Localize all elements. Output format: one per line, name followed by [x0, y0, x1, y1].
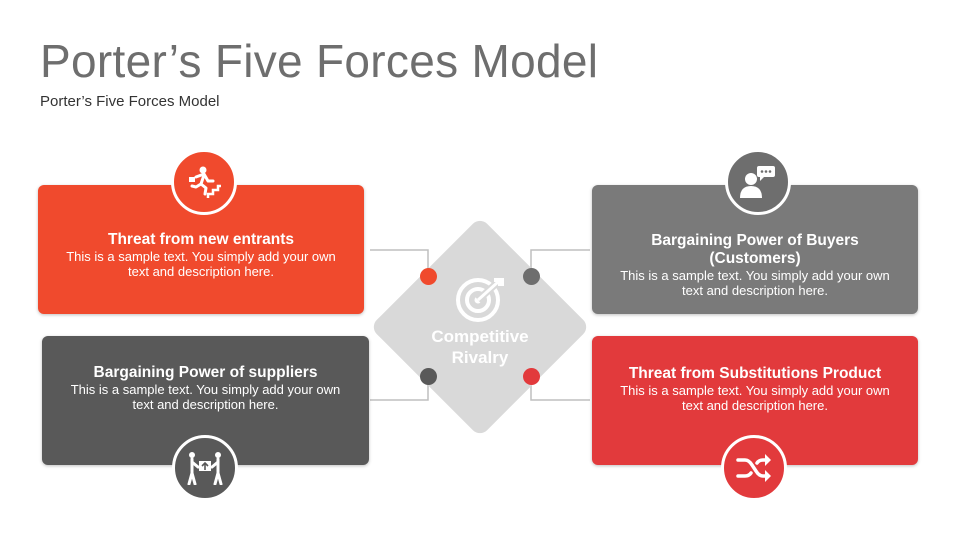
- shuffle-icon: [721, 435, 787, 501]
- center-label-line2: Rivalry: [451, 348, 509, 367]
- running-stairs-icon: [171, 149, 237, 215]
- card-text: This is a sample text. You simply add yo…: [620, 383, 890, 413]
- card-bargaining-power-suppliers: Bargaining Power of suppliers This is a …: [42, 336, 369, 465]
- page-title: Porter’s Five Forces Model: [40, 35, 599, 87]
- connector-dot-entrants: [420, 268, 437, 285]
- page-subtitle: Porter’s Five Forces Model: [40, 93, 220, 110]
- card-text: This is a sample text. You simply add yo…: [620, 268, 890, 298]
- card-heading-line1: Bargaining Power of Buyers: [651, 232, 859, 249]
- card-text: This is a sample text. You simply add yo…: [70, 382, 341, 412]
- connector-dot-suppliers: [420, 368, 437, 385]
- center-label-line1: Competitive: [431, 327, 529, 346]
- card-heading: Threat from Substitutions Product: [628, 365, 882, 382]
- competitive-rivalry-label: Competitive Rivalry: [400, 326, 560, 368]
- card-heading: Bargaining Power of suppliers: [93, 364, 318, 381]
- exchange-people-icon: [172, 435, 238, 501]
- connector-dot-substitutes: [523, 368, 540, 385]
- target-icon: [454, 276, 506, 329]
- card-heading-line2: (Customers): [709, 250, 801, 267]
- customer-chat-icon: [725, 149, 791, 215]
- connector-dot-buyers: [523, 268, 540, 285]
- card-heading: Threat from new entrants: [107, 231, 295, 248]
- card-text: This is a sample text. You simply add yo…: [66, 249, 336, 279]
